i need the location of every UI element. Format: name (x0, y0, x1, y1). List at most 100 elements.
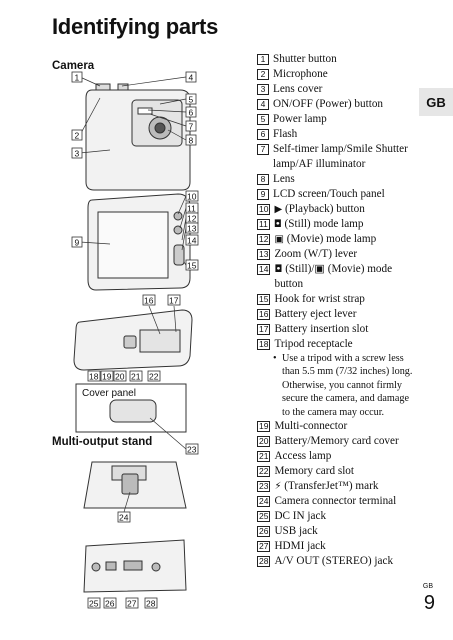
part-label: (Still) mode lamp (284, 218, 364, 230)
part-description: ◘ (Still) mode lamp (274, 217, 417, 232)
parts-list-note: •Use a tripod with a screw less than 5.5… (257, 352, 417, 419)
part-number: 13 (257, 249, 271, 260)
part-description: Shutter button (273, 52, 417, 67)
part-description: Flash (273, 127, 417, 142)
part-number: 12 (257, 234, 271, 245)
part-label: Tripod receptacle (274, 338, 353, 350)
callout-27: 27 (127, 599, 137, 609)
callout-21: 21 (131, 372, 141, 382)
part-description: Battery eject lever (274, 307, 417, 322)
callout-28: 28 (146, 599, 156, 609)
callout-20: 20 (115, 372, 125, 382)
part-label: (Playback) button (284, 203, 365, 215)
part-number: 22 (257, 466, 271, 478)
callout-12: 12 (187, 214, 197, 224)
callout-26: 26 (105, 599, 115, 609)
part-description: DC IN jack (274, 509, 417, 524)
part-description: Self-timer lamp/Smile Shutter lamp/AF il… (273, 142, 417, 172)
part-number: 16 (257, 309, 271, 320)
part-label: (Movie) mode lamp (286, 233, 377, 245)
parts-list-item: 5 Power lamp (257, 112, 417, 127)
part-description: ON/OFF (Power) button (273, 97, 417, 112)
part-number: 21 (257, 451, 271, 463)
part-label: Self-timer lamp/Smile Shutter lamp/AF il… (273, 143, 408, 170)
mode-icon: ▶ (274, 204, 283, 215)
note-text: Use a tripod with a screw less than 5.5 … (282, 353, 413, 418)
part-label: Lens (273, 173, 295, 185)
mode-icon: ◘ (273, 219, 282, 230)
part-label: Multi-connector (274, 420, 348, 433)
part-label: (TransferJet™) mark (284, 480, 379, 493)
callout-11: 11 (187, 204, 196, 214)
part-description: Power lamp (273, 112, 417, 127)
part-number: 5 (257, 114, 269, 125)
stand-back-drawing (83, 539, 187, 593)
part-description: ⚡ (TransferJet™) mark (274, 479, 417, 494)
callout-5: 5 (189, 95, 194, 105)
part-label: Camera connector terminal (274, 495, 397, 508)
callout-17: 17 (169, 296, 179, 306)
parts-list-item: 11◘ (Still) mode lamp (257, 217, 417, 232)
part-number: 1 (257, 54, 269, 65)
part-label: Shutter button (273, 53, 337, 65)
callout-19: 19 (102, 372, 112, 382)
stand-top-drawing (83, 461, 187, 509)
part-number: 14 (257, 264, 271, 275)
part-number: 24 (257, 496, 271, 508)
callout-24: 24 (119, 513, 129, 523)
part-label: Zoom (W/T) lever (274, 248, 358, 260)
part-number: 3 (257, 84, 269, 95)
cover-panel-label: Cover panel (82, 388, 136, 399)
part-number: 11 (257, 219, 270, 230)
part-label: Flash (273, 128, 298, 140)
parts-list-item: 4 ON/OFF (Power) button (257, 97, 417, 112)
part-description: Hook for wrist strap (274, 292, 417, 307)
part-number: 4 (257, 99, 269, 110)
page-title: Identifying parts (52, 14, 219, 39)
part-label: Microphone (273, 68, 328, 80)
page-number: 9 (423, 592, 435, 614)
callout-1: 1 (75, 73, 80, 83)
mode-icon: ⚡ (274, 481, 282, 493)
part-description: Multi-connector (274, 419, 417, 434)
part-number: 9 (257, 189, 269, 200)
callout-25: 25 (89, 599, 99, 609)
part-description: A/V OUT (STEREO) jack (274, 554, 417, 569)
mode-icon: ▣ (274, 234, 284, 245)
callout-18: 18 (89, 372, 99, 382)
part-description: LCD screen/Touch panel (273, 187, 417, 202)
callout-15: 15 (187, 261, 197, 271)
page-region-code: GB (422, 583, 433, 590)
part-label: LCD screen/Touch panel (273, 188, 385, 200)
callout-3: 3 (75, 149, 80, 159)
part-label: Power lamp (273, 113, 327, 125)
part-label: Battery/Memory card cover (274, 435, 399, 448)
callout-4: 4 (189, 73, 194, 83)
part-number: 8 (257, 174, 269, 185)
leader-lines (79, 76, 187, 513)
part-label: DC IN jack (274, 510, 327, 523)
part-label: Memory card slot (274, 465, 355, 478)
part-number: 25 (257, 511, 271, 523)
camera-back-drawing (87, 193, 191, 291)
language-tab: GB (419, 88, 453, 116)
part-description: Tripod receptacle (274, 337, 417, 352)
callout-9: 9 (75, 238, 80, 248)
part-label: ON/OFF (Power) button (273, 98, 384, 110)
part-number: 7 (257, 144, 269, 155)
cover-panel-drawing (75, 383, 187, 433)
mode-icon: ◘ (274, 264, 283, 275)
parts-list-item: 23⚡ (TransferJet™) mark (257, 479, 417, 494)
callout-23: 23 (187, 445, 197, 455)
